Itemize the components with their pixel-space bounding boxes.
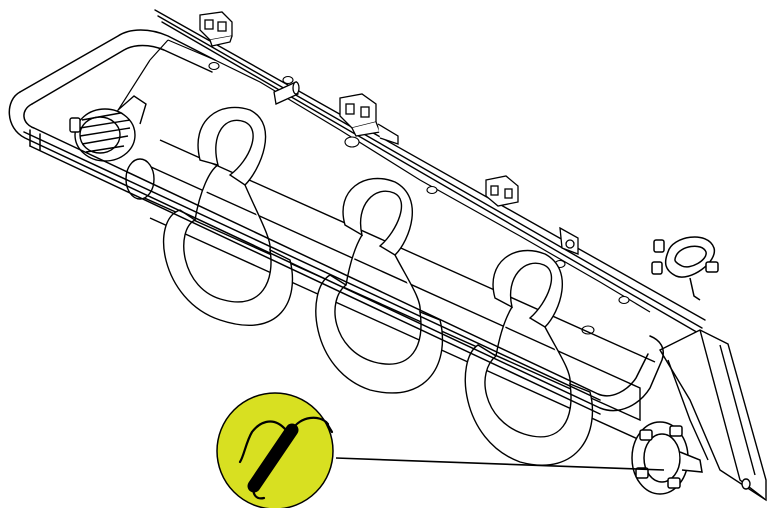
spring-detail-callout — [216, 392, 334, 508]
rail-bracket-2 — [339, 93, 399, 145]
spring-icon — [238, 416, 334, 500]
pin — [273, 81, 300, 105]
right-hub — [631, 421, 703, 495]
left-motor — [69, 95, 147, 162]
rail-bracket-4 — [559, 226, 579, 255]
back-plate — [114, 39, 651, 313]
guard-frame — [8, 29, 664, 415]
auger-flight-3 — [464, 249, 594, 466]
rail-bracket-3 — [485, 175, 519, 207]
shackle — [651, 236, 719, 301]
right-end-plate — [659, 329, 767, 502]
rail-bracket-1 — [199, 11, 233, 47]
callout-leader-line — [335, 457, 665, 471]
auger-flight-2 — [315, 177, 444, 394]
back-rail — [154, 9, 706, 335]
